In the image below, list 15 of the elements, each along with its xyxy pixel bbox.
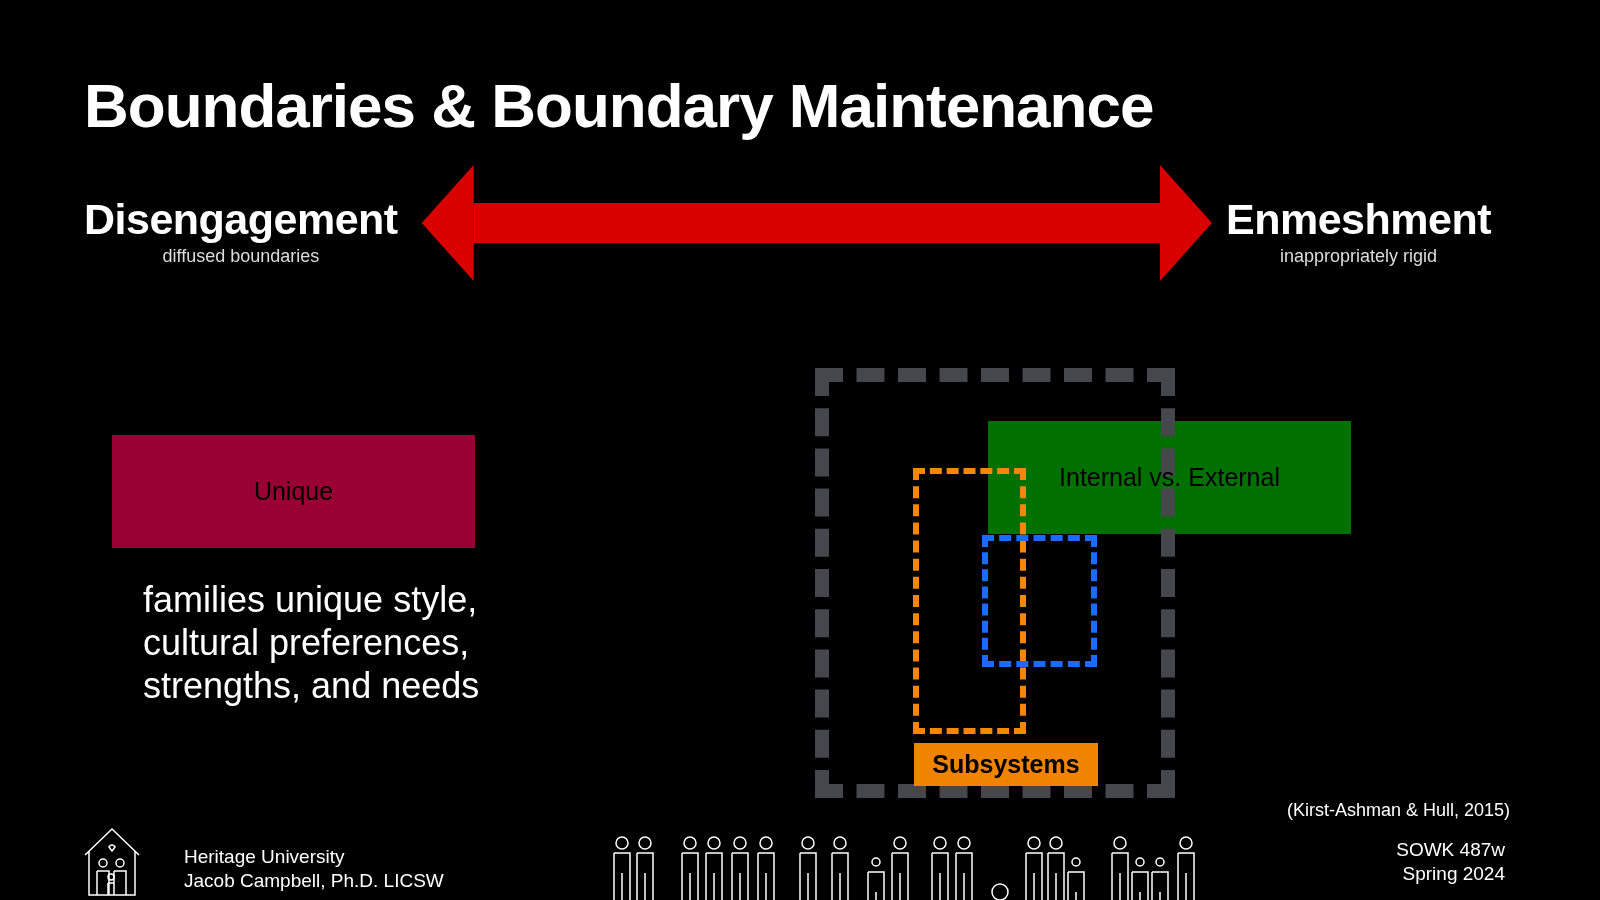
author-name: Jacob Campbell, Ph.D. LICSW	[184, 870, 444, 893]
label-box: Unique	[112, 435, 475, 548]
double-headed-arrow	[421, 165, 1212, 281]
description-text: families unique style, cultural preferences, strengths, and needs	[143, 578, 481, 708]
institution-name: Heritage University	[184, 846, 345, 869]
slide-title: Boundaries & Boundary Maintenance	[84, 70, 1154, 141]
course-code: SOWK 487w	[1396, 839, 1505, 862]
pole-label: Disengagement	[84, 195, 398, 244]
pole-subtitle: diffused boundaries	[162, 246, 320, 267]
term-label: Spring 2024	[1402, 863, 1505, 886]
pole-label: Enmeshment	[1226, 195, 1491, 244]
pole-subtitle: inappropriately rigid	[1279, 246, 1438, 267]
label-box: Subsystems	[914, 743, 1098, 786]
citation: (Kirst-Ashman & Hull, 2015)	[1286, 800, 1510, 822]
label-box: Internal vs. External	[988, 421, 1351, 534]
